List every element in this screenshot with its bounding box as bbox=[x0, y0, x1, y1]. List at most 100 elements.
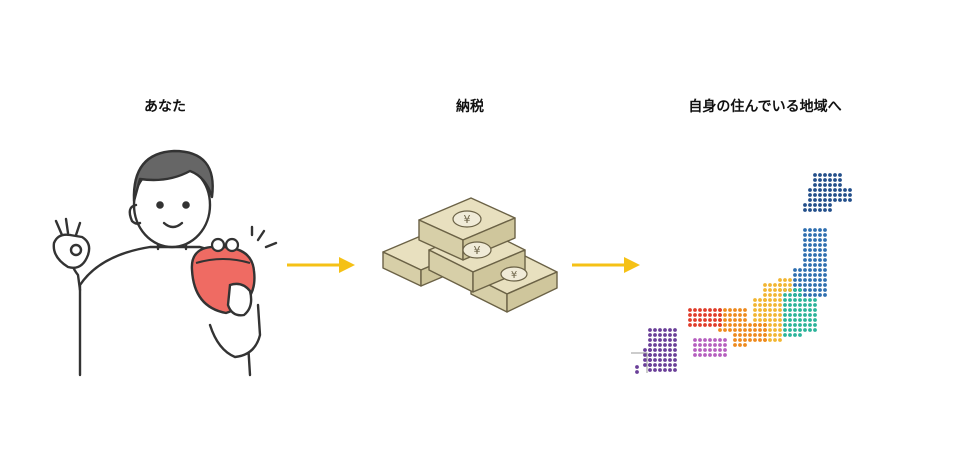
map-dot bbox=[778, 323, 782, 327]
map-dot bbox=[803, 328, 807, 332]
map-dot bbox=[798, 293, 802, 297]
map-dot bbox=[653, 338, 657, 342]
map-dot bbox=[753, 298, 757, 302]
map-dot bbox=[783, 293, 787, 297]
map-dot bbox=[738, 308, 742, 312]
map-dot bbox=[788, 283, 792, 287]
map-dot bbox=[733, 338, 737, 342]
map-dot bbox=[838, 193, 842, 197]
map-dot bbox=[838, 178, 842, 182]
map-dot bbox=[798, 323, 802, 327]
map-dot bbox=[673, 363, 677, 367]
map-dot bbox=[763, 323, 767, 327]
map-dot bbox=[808, 318, 812, 322]
map-dot bbox=[673, 333, 677, 337]
map-dot bbox=[673, 343, 677, 347]
yen-symbol: ¥ bbox=[511, 270, 517, 281]
map-dot bbox=[778, 308, 782, 312]
map-dot bbox=[718, 323, 722, 327]
map-dot bbox=[808, 293, 812, 297]
map-dot bbox=[718, 313, 722, 317]
map-dot bbox=[643, 358, 647, 362]
map-dot bbox=[778, 288, 782, 292]
map-dot bbox=[838, 183, 842, 187]
map-dot bbox=[803, 268, 807, 272]
map-dot bbox=[778, 283, 782, 287]
map-dot bbox=[648, 338, 652, 342]
map-dot bbox=[758, 323, 762, 327]
map-dot bbox=[813, 283, 817, 287]
map-dot bbox=[743, 323, 747, 327]
map-dot bbox=[828, 178, 832, 182]
map-dot bbox=[663, 368, 667, 372]
map-dot bbox=[778, 318, 782, 322]
map-dot bbox=[843, 193, 847, 197]
map-dot bbox=[823, 293, 827, 297]
map-dot bbox=[808, 238, 812, 242]
map-dot bbox=[803, 233, 807, 237]
map-dot bbox=[818, 288, 822, 292]
map-dot bbox=[818, 273, 822, 277]
map-dot bbox=[653, 343, 657, 347]
map-dot bbox=[698, 323, 702, 327]
map-dot bbox=[833, 173, 837, 177]
map-dot bbox=[733, 318, 737, 322]
map-dot bbox=[778, 293, 782, 297]
map-dot bbox=[808, 303, 812, 307]
map-dot bbox=[713, 338, 717, 342]
map-dot bbox=[658, 358, 662, 362]
map-dot bbox=[673, 353, 677, 357]
map-dot bbox=[728, 323, 732, 327]
map-dot bbox=[703, 323, 707, 327]
map-dot bbox=[788, 288, 792, 292]
map-dot bbox=[813, 208, 817, 212]
map-dot bbox=[763, 293, 767, 297]
map-dot bbox=[733, 308, 737, 312]
map-dot bbox=[753, 328, 757, 332]
map-dot bbox=[733, 323, 737, 327]
map-dot bbox=[668, 338, 672, 342]
map-dot bbox=[663, 333, 667, 337]
map-dot bbox=[783, 298, 787, 302]
map-dot bbox=[793, 288, 797, 292]
map-dot bbox=[688, 318, 692, 322]
map-dot bbox=[813, 268, 817, 272]
map-dot bbox=[773, 308, 777, 312]
step-label-you: あなた bbox=[144, 99, 186, 115]
map-dot bbox=[773, 338, 777, 342]
map-dot bbox=[663, 343, 667, 347]
map-dot bbox=[813, 248, 817, 252]
map-dot bbox=[788, 323, 792, 327]
map-dot bbox=[773, 303, 777, 307]
map-dot bbox=[798, 278, 802, 282]
map-dot bbox=[828, 203, 832, 207]
map-dot bbox=[788, 293, 792, 297]
map-dot bbox=[833, 198, 837, 202]
map-dot bbox=[768, 323, 772, 327]
map-dot bbox=[648, 328, 652, 332]
map-dot bbox=[818, 183, 822, 187]
map-dot bbox=[643, 353, 647, 357]
map-dot bbox=[808, 193, 812, 197]
map-dot bbox=[803, 308, 807, 312]
map-dot bbox=[753, 338, 757, 342]
map-dot bbox=[803, 238, 807, 242]
map-dot bbox=[793, 273, 797, 277]
map-dot bbox=[813, 263, 817, 267]
map-dot bbox=[635, 370, 639, 374]
map-dot bbox=[818, 233, 822, 237]
map-dot bbox=[803, 263, 807, 267]
map-dot bbox=[818, 173, 822, 177]
map-dot bbox=[718, 343, 722, 347]
map-dot bbox=[813, 328, 817, 332]
map-dot bbox=[643, 348, 647, 352]
map-dot bbox=[768, 338, 772, 342]
map-dot bbox=[663, 363, 667, 367]
map-dot bbox=[823, 253, 827, 257]
map-dot bbox=[833, 178, 837, 182]
map-dot bbox=[673, 338, 677, 342]
map-dot bbox=[708, 348, 712, 352]
map-dot bbox=[708, 313, 712, 317]
map-dot bbox=[658, 338, 662, 342]
map-dot bbox=[828, 188, 832, 192]
